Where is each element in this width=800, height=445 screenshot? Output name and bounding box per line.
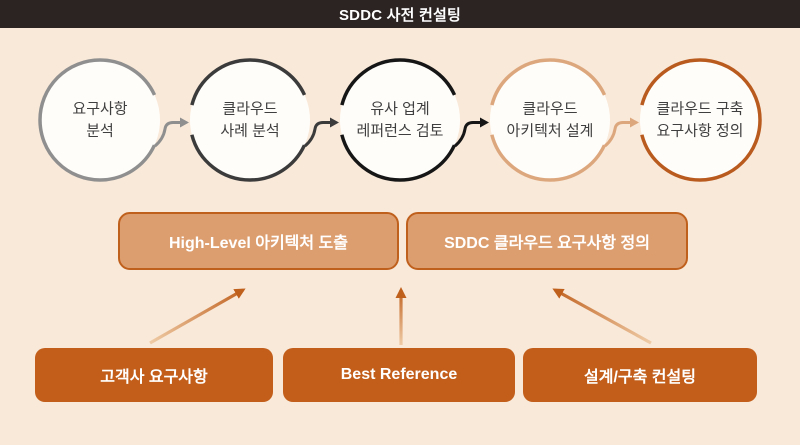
step-label-cloud-case-analysis: 클라우드 사례 분석 bbox=[220, 100, 280, 139]
input-box-label: 설계/구축 컨설팅 bbox=[584, 369, 696, 386]
step-label-requirement-analysis: 요구사항 분석 bbox=[72, 100, 128, 139]
step-label-industry-reference-review: 유사 업계 레퍼런스 검토 bbox=[356, 100, 444, 139]
step-circle-2 bbox=[188, 58, 312, 182]
output-box-label: SDDC 클라우드 요구사항 정의 bbox=[444, 235, 650, 252]
input-arrow-3 bbox=[552, 288, 652, 345]
step-circle-4 bbox=[488, 58, 612, 182]
step-circle-3 bbox=[338, 58, 462, 182]
title-bar: SDDC 사전 컨설팅 bbox=[0, 0, 800, 28]
input-arrow-1 bbox=[149, 288, 246, 345]
step-label-cloud-architecture-design: 클라우드 아키텍처 설계 bbox=[506, 100, 594, 139]
connector-arrow-4 bbox=[604, 117, 639, 148]
input-box-customer-requirements: 고객사 요구사항 bbox=[35, 348, 273, 402]
output-box-sddc-cloud-requirement: SDDC 클라우드 요구사항 정의 bbox=[406, 212, 688, 270]
connector-arrow-3 bbox=[454, 117, 489, 148]
output-box-label: High-Level 아키텍처 도출 bbox=[169, 235, 348, 252]
input-box-label: 고객사 요구사항 bbox=[100, 369, 208, 386]
input-box-design-build-consulting: 설계/구축 컨설팅 bbox=[523, 348, 757, 402]
output-box-high-level-architecture: High-Level 아키텍처 도출 bbox=[118, 212, 399, 270]
step-circle-5 bbox=[638, 58, 762, 182]
input-box-label: Best Reference bbox=[340, 366, 458, 383]
connector-arrow-2 bbox=[304, 117, 339, 148]
step-circle-1 bbox=[38, 58, 162, 182]
input-box-best-reference: Best Reference bbox=[283, 348, 515, 402]
page-title: SDDC 사전 컨설팅 bbox=[338, 6, 462, 24]
connector-arrow-1 bbox=[154, 117, 189, 148]
step-label-cloud-build-requirement: 클라우드 구축 요구사항 정의 bbox=[656, 100, 744, 139]
